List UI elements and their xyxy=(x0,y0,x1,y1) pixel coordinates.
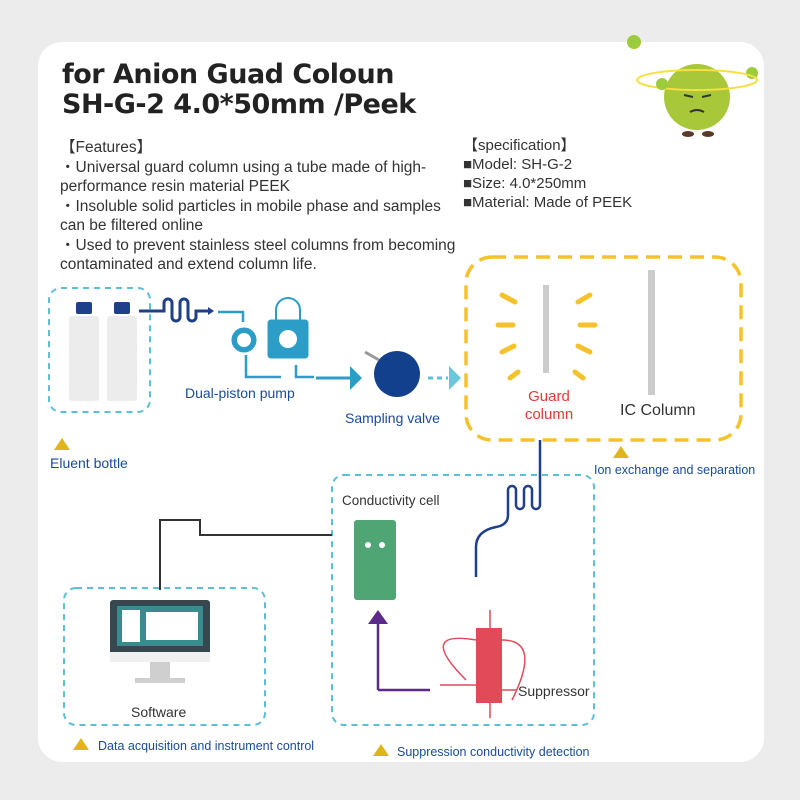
software-box xyxy=(63,587,266,726)
pump-label: Dual-piston pump xyxy=(185,385,295,401)
spec-item: ■Size: 4.0*250mm xyxy=(463,175,587,192)
feature-item: ・Universal guard column using a tube mad… xyxy=(60,158,427,196)
conductivity-cell-label: Conductivity cell xyxy=(342,493,440,508)
ic-column-label: IC Column xyxy=(620,402,696,419)
conductivity-cell-icon xyxy=(354,520,396,600)
arrow-up-icon xyxy=(368,610,388,624)
sampling-valve-icon xyxy=(364,350,420,397)
arrow-icon xyxy=(449,366,461,390)
mascot-icon xyxy=(627,35,758,137)
ic-column-icon xyxy=(648,270,655,395)
warning-triangle-icon xyxy=(54,438,70,450)
data-acquisition-label: Data acquisition and instrument control xyxy=(98,739,315,753)
page-title: for Anion Guad Coloun SH-G-2 4.0*50mm /P… xyxy=(62,60,416,120)
suppressor-icon xyxy=(440,610,526,718)
warning-triangle-icon xyxy=(613,446,629,458)
bottle-icon xyxy=(69,302,137,401)
guard-column-icon xyxy=(543,285,549,373)
features-heading: 【Features】 xyxy=(60,139,153,156)
guard-column-label: Guard column xyxy=(524,388,574,423)
eluent-box xyxy=(48,287,151,413)
pump-icon xyxy=(218,297,314,379)
ion-exchange-label: Ion exchange and separation xyxy=(594,463,756,477)
warning-triangle-icon xyxy=(73,738,89,750)
tubing xyxy=(139,297,212,323)
spec-item: ■Model: SH-G-2 xyxy=(463,156,573,173)
spec-item: ■Material: Made of PEEK xyxy=(463,194,633,211)
glow-rays xyxy=(495,292,598,381)
suppression-detection-label: Suppression conductivity detection xyxy=(397,745,590,759)
suppression-box xyxy=(331,474,595,726)
ion-exchange-box xyxy=(464,255,743,442)
suppressor-label: Suppressor xyxy=(518,683,590,699)
eluent-bottle-label: Eluent bottle xyxy=(50,455,128,471)
software-label: Software xyxy=(131,704,187,720)
sampling-valve-label: Sampling valve xyxy=(345,410,440,426)
tubing xyxy=(474,440,542,577)
spec-heading: 【specification】 xyxy=(463,137,576,154)
feature-item: ・Used to prevent stainless steel columns… xyxy=(60,236,456,274)
computer-icon xyxy=(110,600,210,683)
feature-item: ・Insoluble solid particles in mobile pha… xyxy=(60,197,441,235)
arrow-icon xyxy=(350,366,362,390)
specification-section: 【specification】 ■Model: SH-G-2 ■Size: 4.… xyxy=(463,136,632,212)
title-line-2: SH-G-2 4.0*50mm /Peek xyxy=(62,89,416,120)
title-line-1: for Anion Guad Coloun xyxy=(62,59,394,90)
warning-triangle-icon xyxy=(373,744,389,756)
features-section: 【Features】 ・Universal guard column using… xyxy=(60,138,460,275)
